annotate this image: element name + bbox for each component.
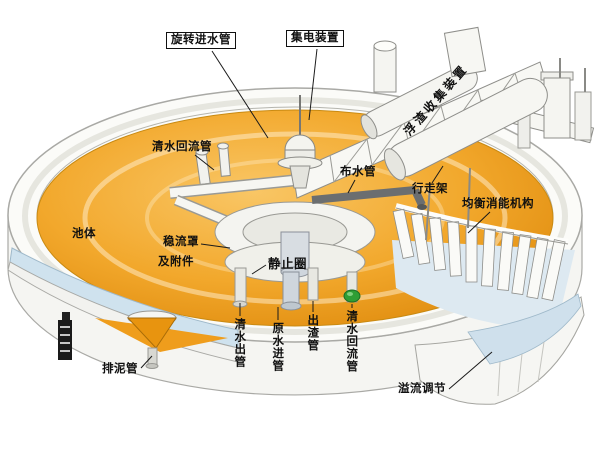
label-clear-water-return-lower: 清水回流管 — [345, 310, 358, 373]
label-clear-water-outlet: 清水出管 — [233, 318, 246, 368]
label-raw-water-inlet: 原水进管 — [271, 322, 284, 372]
label-slag-discharge: 出渣管 — [306, 314, 319, 352]
current-collector-device — [277, 95, 323, 189]
label-sludge-discharge: 排泥管 — [102, 363, 138, 375]
energy-dissipation-slats — [392, 203, 569, 302]
label-current-collector: 集电装置 — [286, 30, 344, 48]
water-distribution-pipe-shape — [311, 186, 427, 210]
label-clear-water-return-upper: 清水回流管 — [152, 141, 212, 153]
label-flow-stabilizing-cover: 稳流罩 — [163, 236, 199, 248]
label-tank-body: 池体 — [72, 228, 96, 240]
overflow-structure — [414, 293, 585, 405]
sludge-hopper — [126, 310, 177, 369]
green-valve — [343, 289, 361, 303]
label-energy-dissipation: 均衡消能机构 — [462, 198, 534, 210]
leader-lines — [140, 48, 493, 390]
label-traveling-frame: 行走架 — [412, 183, 448, 195]
label-rotating-inlet-pipe: 旋转进水管 — [166, 32, 236, 50]
label-and-accessories: 及附件 — [158, 256, 194, 268]
label-water-distribution-pipe: 布水管 — [340, 166, 376, 178]
return-pipe-risers — [195, 142, 231, 186]
label-static-ring: 静止圈 — [268, 257, 308, 271]
label-overflow-adjustment: 溢流调节 — [398, 383, 446, 395]
scum-collection-cylinders — [360, 26, 548, 181]
level-gauge — [58, 312, 72, 360]
bottom-pipes — [232, 267, 358, 311]
